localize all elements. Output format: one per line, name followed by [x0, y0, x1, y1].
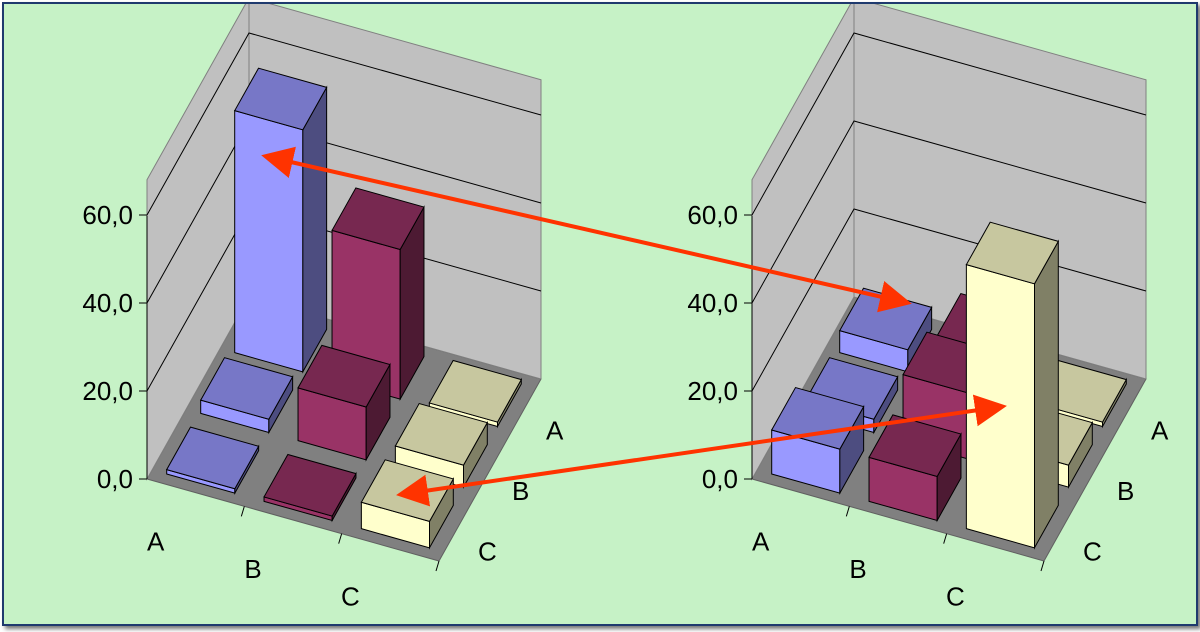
bar-top-face — [199, 357, 294, 420]
x-category-label: A — [752, 527, 770, 557]
comparison-arrow — [396, 394, 1007, 507]
depth-category-label: B — [1117, 476, 1134, 506]
y-tick-label: 20,0 — [82, 376, 133, 406]
x-category-label: B — [244, 554, 261, 584]
x-category-label: C — [341, 581, 360, 611]
bar — [199, 357, 294, 435]
bar — [233, 67, 328, 374]
bar-front-face — [234, 110, 304, 373]
bar-top-face — [165, 426, 260, 490]
x-tick — [943, 533, 948, 544]
depth-category-label: B — [512, 476, 529, 506]
bar — [297, 344, 391, 462]
y-tick-label: 60,0 — [82, 200, 133, 230]
x-tick — [845, 506, 850, 517]
y-tick-label: 0,0 — [702, 464, 738, 494]
depth-category-label: C — [478, 537, 497, 567]
bar-top-face — [297, 344, 391, 408]
chart-canvas: 0,0 20,0 40,0 60,0A B C A B C 0,0 20,0 40,0 60,0A B C… — [82, 4, 1169, 611]
bar — [165, 426, 260, 496]
depth-category-label: A — [1151, 415, 1169, 445]
x-category-label: C — [946, 581, 965, 611]
bar-side-face — [302, 85, 328, 374]
bar — [263, 453, 357, 523]
y-tick-label: 40,0 — [687, 288, 738, 318]
bar-top-face — [263, 453, 357, 517]
depth-category-label: C — [1083, 537, 1102, 567]
bar-side-face — [1034, 239, 1059, 550]
bar — [965, 221, 1060, 550]
x-category-label: A — [147, 527, 165, 557]
x-tick — [435, 560, 440, 572]
gridline — [146, 32, 542, 216]
y-tick-label: 40,0 — [82, 288, 133, 318]
y-tick-label: 0,0 — [97, 464, 133, 494]
x-tick — [240, 506, 245, 517]
y-tick-label: 20,0 — [687, 376, 738, 406]
x-tick — [338, 533, 343, 544]
depth-category-label: A — [546, 415, 564, 445]
chart-right: 0,0 20,0 40,0 60,0A B C A B C — [687, 4, 1169, 611]
bar-front-face — [965, 264, 1035, 549]
x-tick — [1040, 560, 1045, 572]
comparison-arrow — [261, 146, 912, 313]
bar-top-face — [233, 67, 328, 131]
chart-left: 0,0 20,0 40,0 60,0A B C A B C — [82, 4, 564, 611]
x-category-label: B — [849, 554, 866, 584]
bar-top-face — [965, 221, 1060, 285]
y-tick-label: 60,0 — [687, 200, 738, 230]
